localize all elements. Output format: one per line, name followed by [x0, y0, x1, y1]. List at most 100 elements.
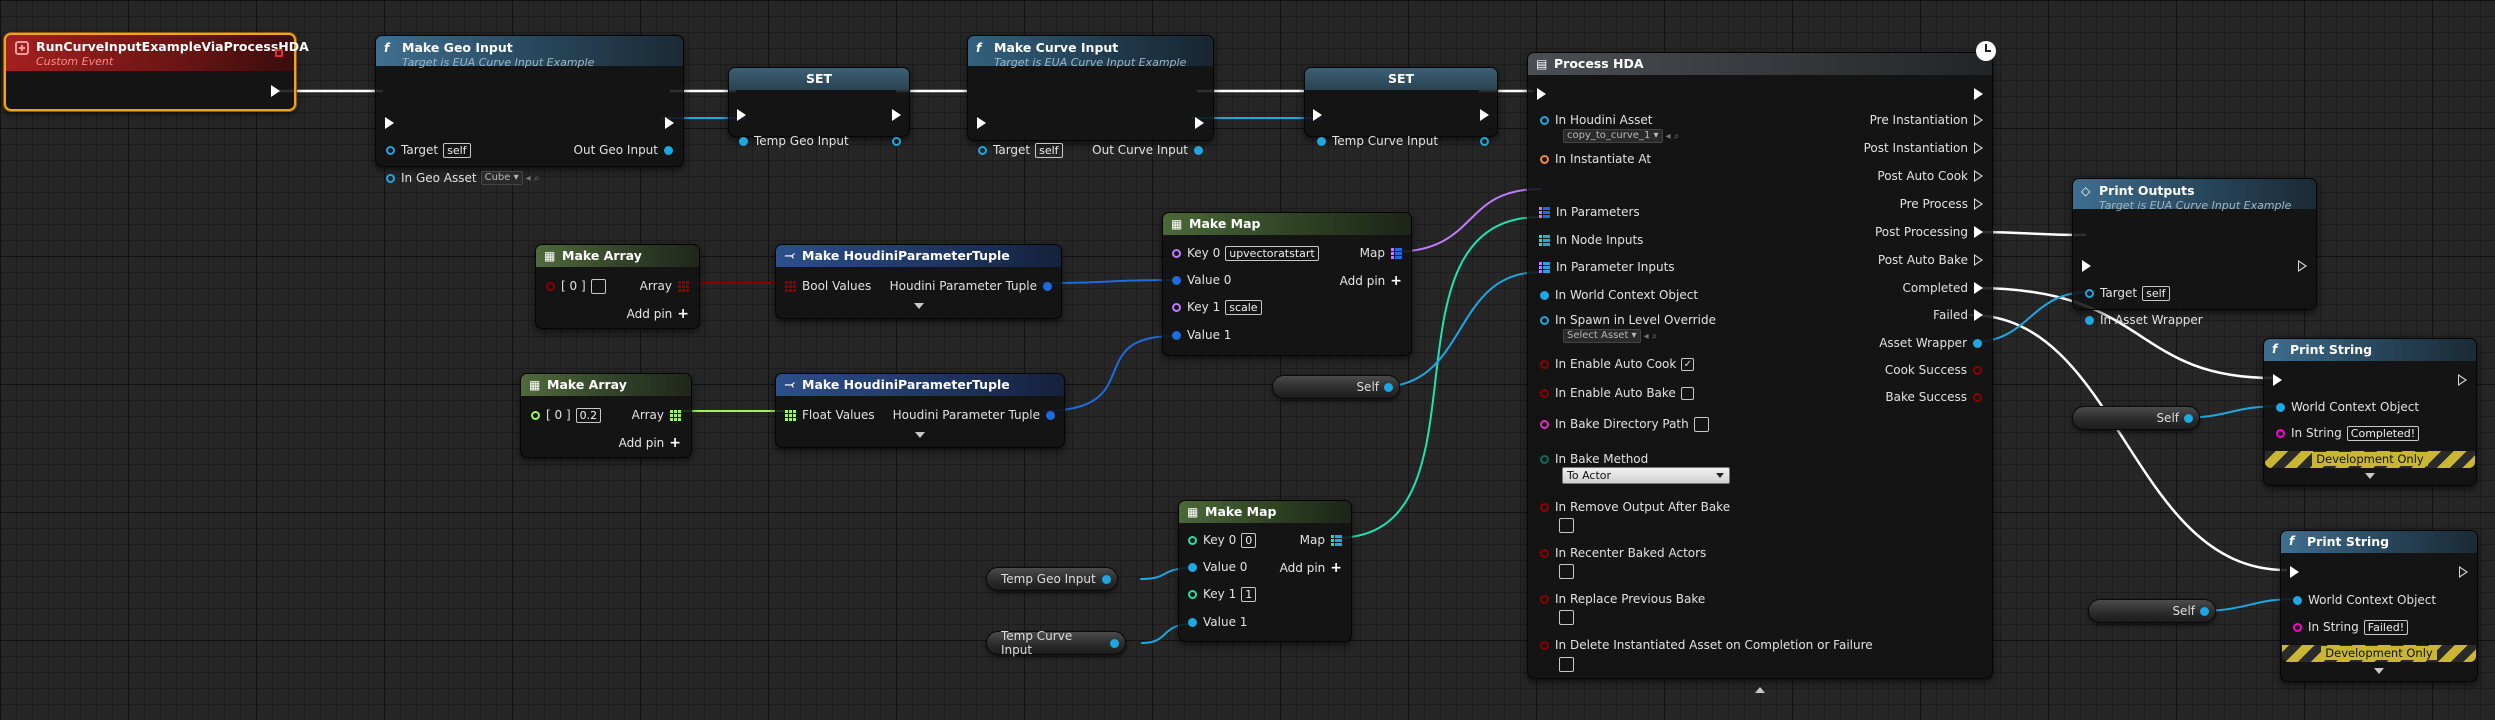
in-remove-output-pin[interactable]: In Remove Output After Bake: [1540, 498, 1730, 516]
object-pin-icon[interactable]: [1110, 638, 1119, 648]
make-map-parameters-node[interactable]: ▦ Make Map Key 0 upvectoratstart Map Val…: [1162, 212, 1412, 356]
in-enable-auto-cook-pin[interactable]: In Enable Auto Cook ✓: [1540, 355, 1695, 373]
cook-success-pin[interactable]: Cook Success: [1885, 361, 1982, 379]
add-pin-button[interactable]: Add pin+: [1339, 273, 1402, 289]
make-array-float-node[interactable]: ▦ Make Array [ 0 ] 0.2 Array Add pin+: [520, 373, 692, 458]
exec-in-pin[interactable]: [2082, 257, 2091, 275]
expand-arrow-icon[interactable]: [915, 432, 925, 438]
float-value[interactable]: 0.2: [575, 407, 602, 423]
expand-arrow-icon[interactable]: [2365, 473, 2375, 479]
add-pin-button[interactable]: Add pin+: [626, 306, 689, 322]
temp-geo-input-variable-node[interactable]: Temp Geo Input: [986, 567, 1118, 591]
key1-value[interactable]: scale: [1225, 299, 1262, 315]
exec-out-pin[interactable]: [1195, 114, 1204, 132]
bake-directory-field[interactable]: [1693, 416, 1709, 432]
print-string-completed-node[interactable]: f Print String World Context Object In S…: [2263, 338, 2477, 486]
tuple-out-pin[interactable]: Houdini Parameter Tuple: [893, 406, 1055, 424]
key0-pin[interactable]: Key 0 0: [1188, 531, 1257, 549]
custom-event-node[interactable]: RunCurveInputExampleViaProcessHDA Custom…: [4, 33, 309, 111]
in-enable-auto-bake-pin[interactable]: In Enable Auto Bake: [1540, 384, 1694, 402]
exec-out-pin[interactable]: [892, 106, 901, 124]
spawn-level-dropdown[interactable]: Select Asset ▾ ◂ ⌕: [1563, 327, 1657, 345]
post-auto-bake-pin[interactable]: Post Auto Bake: [1878, 251, 1983, 269]
array-out-pin[interactable]: Array: [640, 277, 689, 295]
in-string-pin[interactable]: In String Failed!: [2293, 618, 2409, 636]
recenter-checkbox[interactable]: [1559, 563, 1574, 579]
float-input-pin[interactable]: [ 0 ] 0.2: [531, 406, 602, 424]
delete-instantiated-checkbox[interactable]: [1559, 656, 1574, 672]
tuple-out-pin[interactable]: Houdini Parameter Tuple: [890, 277, 1052, 295]
add-pin-button[interactable]: Add pin+: [618, 435, 681, 451]
exec-out-pin[interactable]: [271, 82, 280, 100]
object-pin-icon[interactable]: [2184, 413, 2193, 423]
bool-values-pin[interactable]: Bool Values: [785, 277, 871, 295]
object-pin-icon[interactable]: [1102, 574, 1111, 584]
post-instantiation-pin[interactable]: Post Instantiation: [1864, 139, 1983, 157]
process-hda-node[interactable]: ▤ Process HDA In Houdini Asset copy_to_c…: [1527, 52, 1993, 693]
world-context-pin[interactable]: World Context Object: [2276, 398, 2419, 416]
out-geo-input-pin[interactable]: Out Geo Input: [574, 141, 673, 159]
in-instantiate-at-pin[interactable]: In Instantiate At: [1540, 150, 1651, 168]
auto-cook-checkbox[interactable]: ✓: [1681, 357, 1695, 371]
pre-instantiation-pin[interactable]: Pre Instantiation: [1870, 111, 1983, 129]
key0-value[interactable]: upvectoratstart: [1225, 245, 1319, 261]
in-parameter-inputs-pin[interactable]: In Parameter Inputs: [1539, 258, 1675, 276]
exec-in-pin[interactable]: [1313, 106, 1322, 124]
in-string-pin[interactable]: In String Completed!: [2276, 424, 2420, 442]
self-variable-node[interactable]: Self: [1272, 375, 1400, 399]
in-string-value[interactable]: Failed!: [2363, 619, 2409, 635]
float-values-pin[interactable]: Float Values: [785, 406, 875, 424]
delegate-pin-icon[interactable]: [275, 49, 283, 57]
post-auto-cook-pin[interactable]: Post Auto Cook: [1877, 167, 1983, 185]
exec-in-pin[interactable]: [385, 114, 394, 132]
make-parameter-tuple-bool-node[interactable]: ⤙ Make HoudiniParameterTuple Bool Values…: [775, 244, 1062, 319]
set-temp-geo-input-node[interactable]: SET Temp Geo Input: [728, 67, 910, 148]
add-pin-button[interactable]: Add pin+: [1279, 560, 1342, 576]
bool-checkbox[interactable]: [590, 278, 606, 294]
set-out-pin[interactable]: [892, 132, 901, 150]
remove-output-checkbox[interactable]: [1559, 517, 1574, 533]
in-world-context-pin[interactable]: In World Context Object: [1540, 286, 1698, 304]
geo-asset-dropdown[interactable]: Cube ▾: [480, 171, 523, 185]
in-node-inputs-pin[interactable]: In Node Inputs: [1539, 231, 1643, 249]
in-delete-instantiated-pin[interactable]: In Delete Instantiated Asset on Completi…: [1540, 636, 1873, 654]
target-pin[interactable]: Target self: [386, 141, 471, 159]
self-variable-node[interactable]: Self: [2088, 599, 2216, 623]
bool-input-pin[interactable]: [ 0 ]: [546, 277, 606, 295]
exec-in-pin[interactable]: [2290, 563, 2299, 581]
value1-pin[interactable]: Value 1: [1172, 326, 1231, 344]
key1-pin[interactable]: Key 1 scale: [1172, 298, 1262, 316]
self-variable-node[interactable]: Self: [2072, 406, 2200, 430]
auto-bake-checkbox[interactable]: [1680, 386, 1694, 400]
object-pin-icon[interactable]: [2200, 606, 2209, 616]
houdini-asset-dropdown[interactable]: copy_to_curve_1 ▾ ◂ ⌕: [1563, 127, 1679, 145]
exec-out-pin[interactable]: [1480, 106, 1489, 124]
browse-icon[interactable]: ◂ ⌕: [525, 172, 540, 184]
replace-checkbox[interactable]: [1559, 609, 1574, 625]
in-geo-asset-pin[interactable]: In Geo Asset Cube ▾ ◂ ⌕: [386, 169, 539, 187]
set-temp-curve-input-node[interactable]: SET Temp Curve Input: [1304, 67, 1498, 148]
in-bake-method-pin[interactable]: In Bake Method: [1540, 450, 1648, 468]
exec-out-pin[interactable]: [1974, 85, 1983, 103]
make-parameter-tuple-float-node[interactable]: ⤙ Make HoudiniParameterTuple Float Value…: [775, 373, 1065, 448]
target-pin[interactable]: Target self: [2085, 284, 2170, 302]
in-spawn-level-pin[interactable]: In Spawn in Level Override: [1540, 311, 1716, 329]
print-string-failed-node[interactable]: f Print String World Context Object In S…: [2280, 530, 2478, 682]
make-array-bool-node[interactable]: ▦ Make Array [ 0 ] Array Add pin+: [535, 244, 700, 329]
in-recenter-pin[interactable]: In Recenter Baked Actors: [1540, 544, 1706, 562]
in-replace-previous-pin[interactable]: In Replace Previous Bake: [1540, 590, 1705, 608]
print-outputs-node[interactable]: ◇ Print Outputs Target is EUA Curve Inpu…: [2072, 178, 2317, 327]
exec-out-pin[interactable]: [2459, 563, 2468, 581]
make-curve-input-node[interactable]: f Make Curve Input Target is EUA Curve I…: [967, 35, 1214, 158]
in-bake-directory-pin[interactable]: In Bake Directory Path: [1540, 415, 1709, 433]
make-map-node-inputs-node[interactable]: ▦ Make Map Key 0 0 Map Value 0 Add pin+ …: [1178, 500, 1352, 642]
in-houdini-asset-pin[interactable]: In Houdini Asset: [1540, 111, 1652, 129]
exec-in-pin[interactable]: [2273, 371, 2282, 389]
exec-out-pin[interactable]: [665, 114, 674, 132]
out-curve-input-pin[interactable]: Out Curve Input: [1092, 141, 1203, 159]
key0-pin[interactable]: Key 0 upvectoratstart: [1172, 244, 1319, 262]
exec-out-pin[interactable]: [2298, 257, 2307, 275]
asset-wrapper-pin[interactable]: Asset Wrapper: [1879, 334, 1982, 352]
bake-method-dropdown[interactable]: To Actor: [1562, 467, 1730, 484]
failed-pin[interactable]: Failed: [1933, 306, 1983, 324]
